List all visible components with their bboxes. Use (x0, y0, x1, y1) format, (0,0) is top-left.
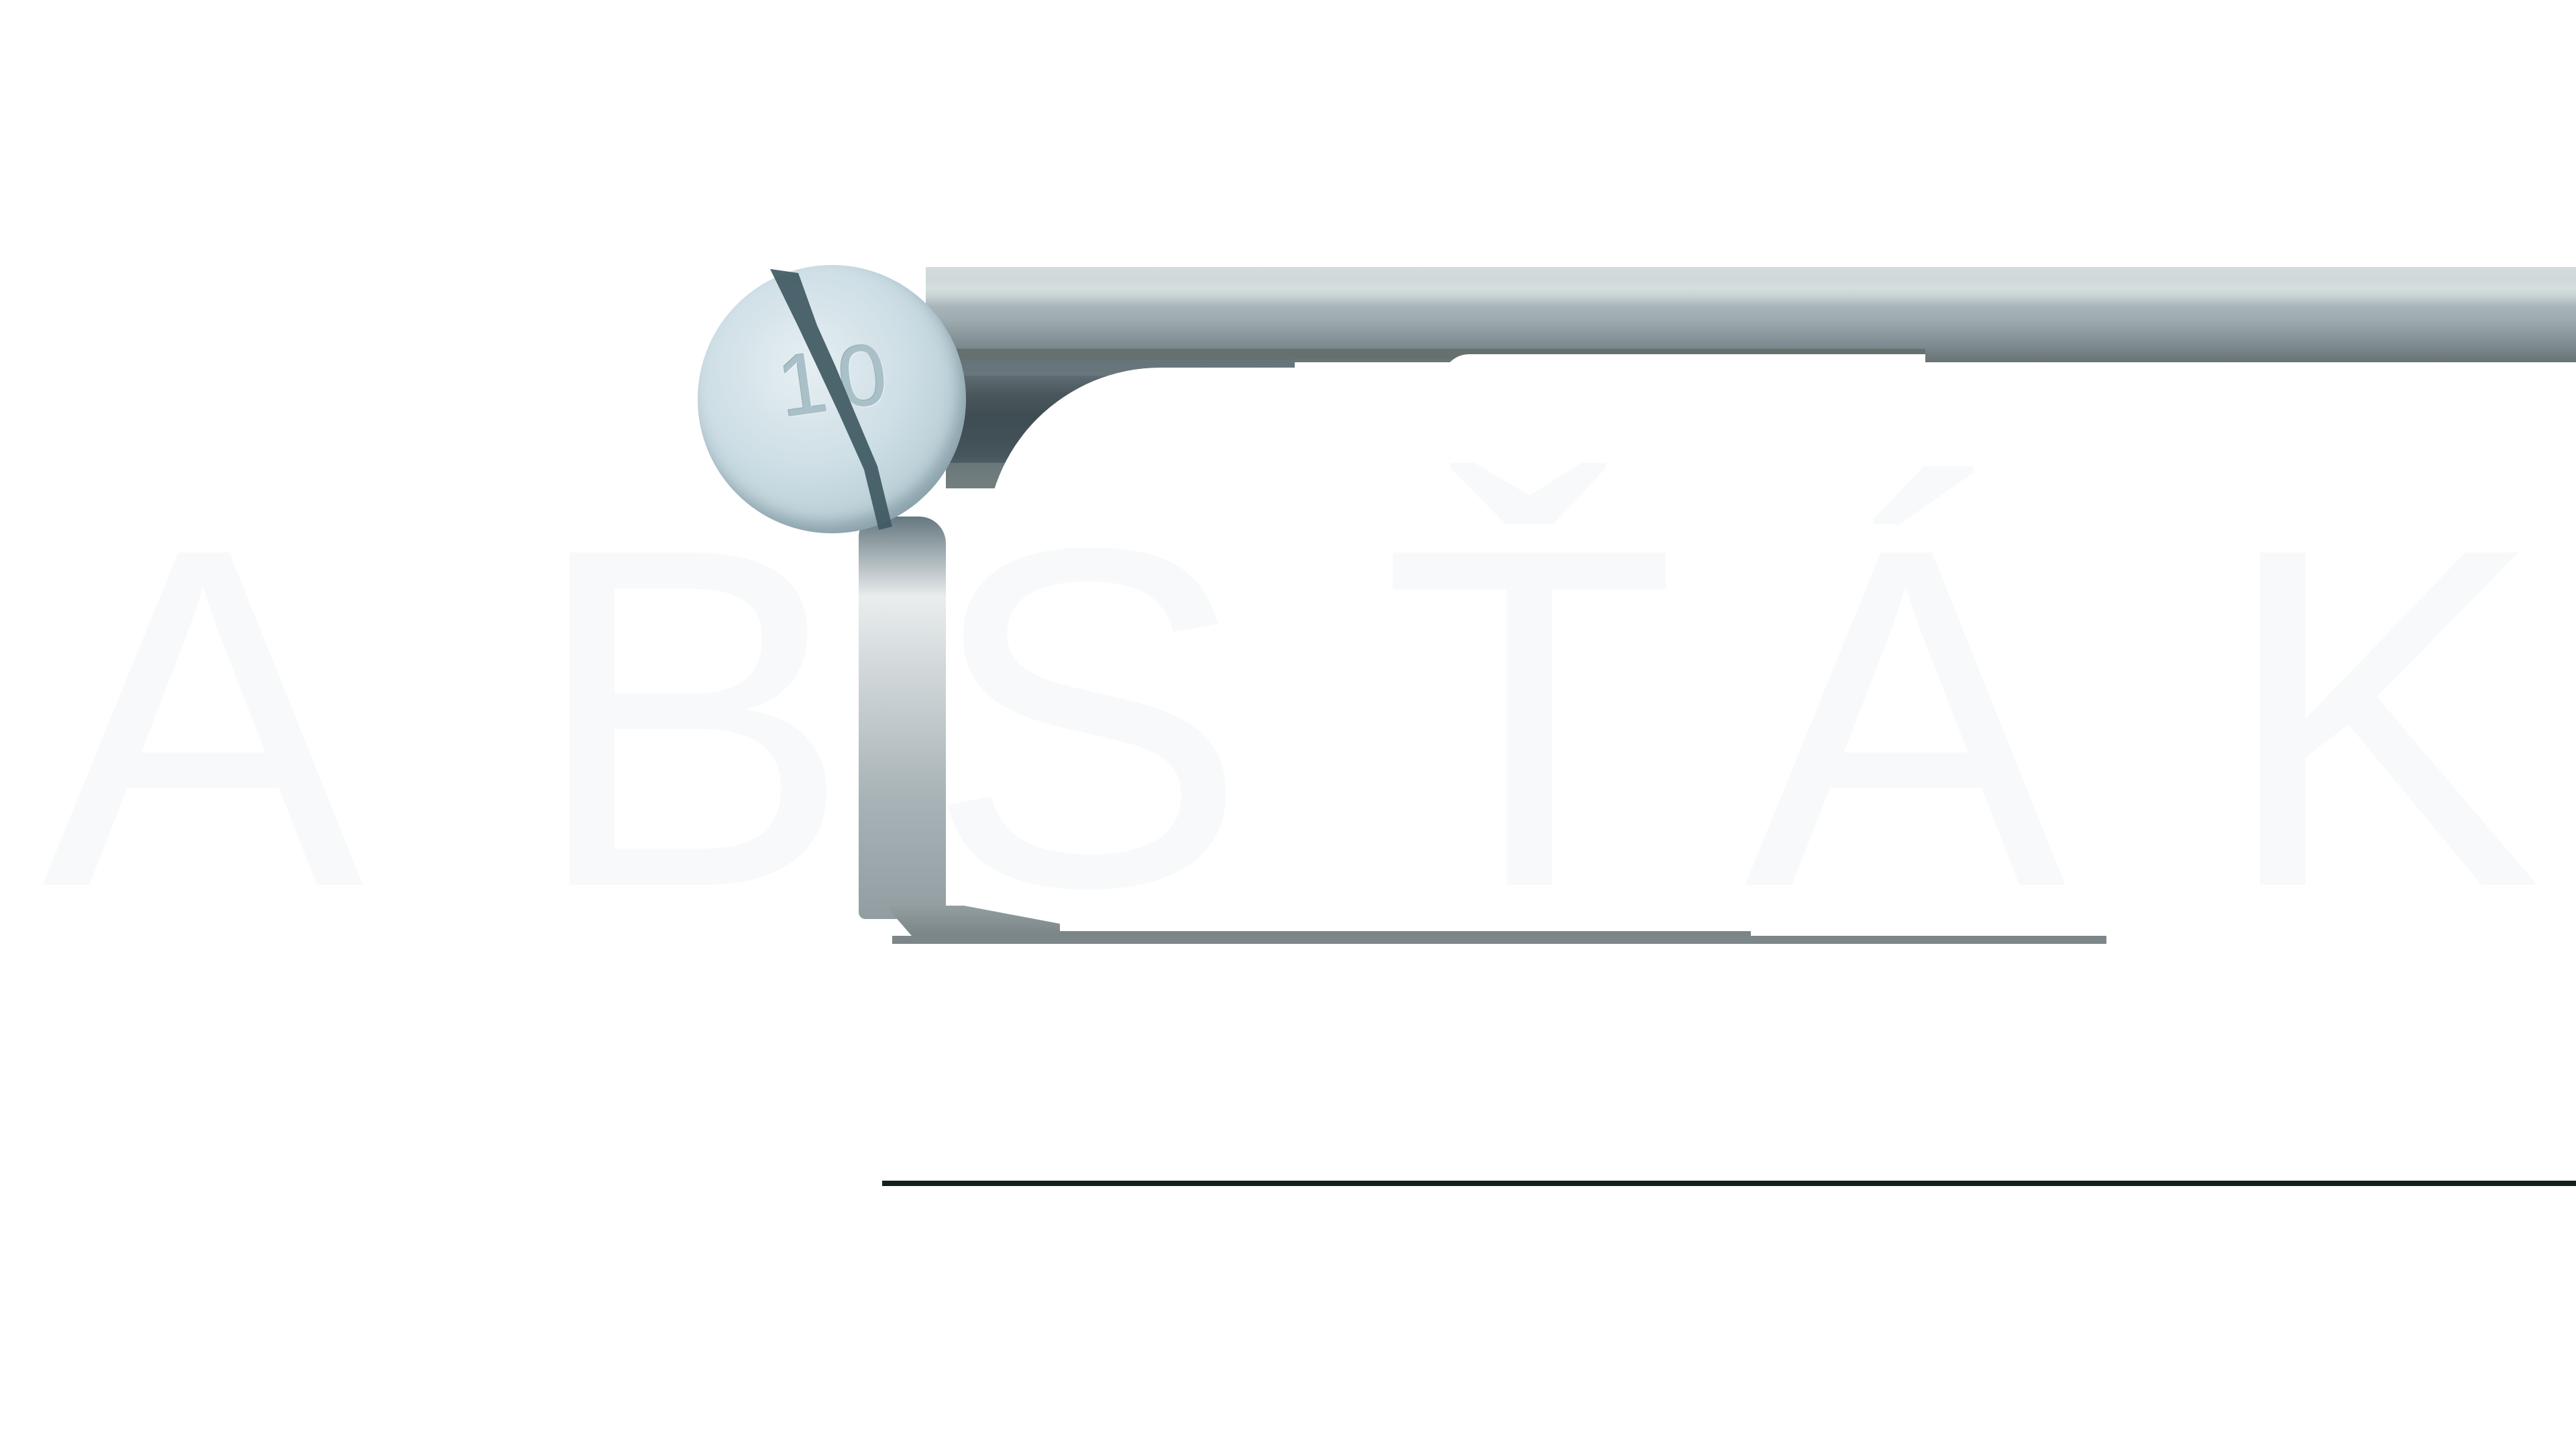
pill-icon: 10 (698, 265, 966, 533)
divider-rule (882, 1181, 2576, 1186)
letter-backdrop-top (1442, 354, 1925, 381)
title-letter-a: A (42, 447, 364, 987)
title-letter-k: K (2220, 447, 2543, 987)
letter-backdrop (986, 368, 2281, 938)
smear-band-top (926, 267, 2576, 362)
pill-crack-icon (770, 269, 892, 530)
smear-band-bottom-step (946, 931, 1751, 936)
dissolving-stream (859, 517, 946, 919)
title-letter-s: S (926, 447, 1248, 987)
title-letter-a-acute: Á (1744, 447, 2067, 987)
pill-body (698, 265, 966, 533)
title-letter-t-caron: Ť (1382, 447, 1677, 987)
smear-band-bottom (892, 936, 2106, 944)
title-letter-b: B (530, 447, 853, 987)
